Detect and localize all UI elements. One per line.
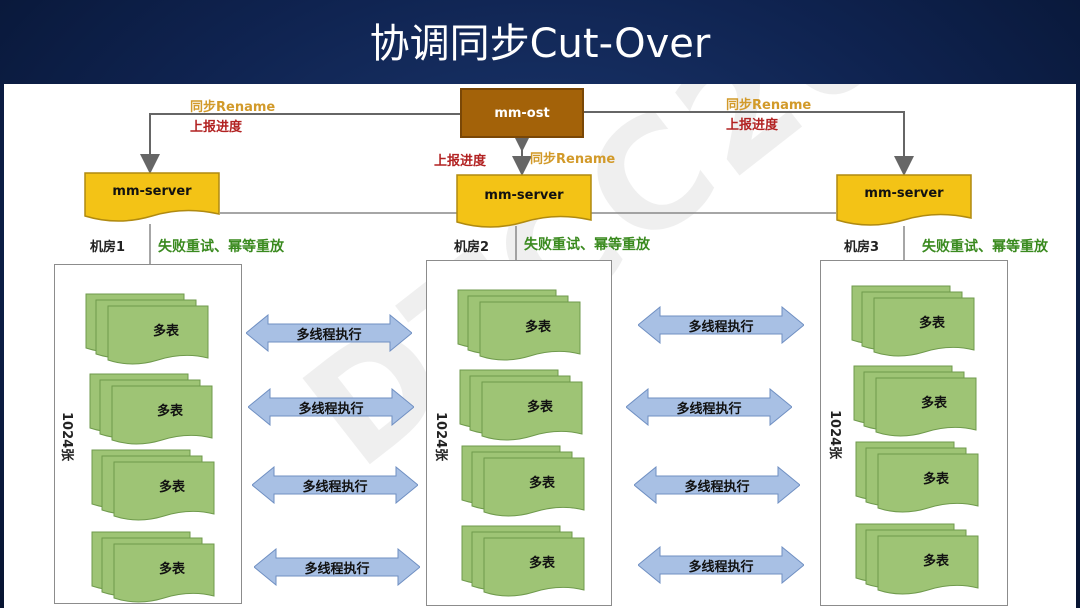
- thread-arrow: 多线程执行: [253, 547, 421, 587]
- thread-arrow-label: 多线程执行: [296, 328, 362, 343]
- right-report-label: 上报进度: [726, 118, 779, 133]
- table-stack-label: 多表: [524, 320, 551, 335]
- server-1-shape: [84, 172, 220, 222]
- server-3-label: mm-server: [864, 186, 944, 201]
- thread-arrow: 多线程执行: [633, 465, 801, 505]
- table-stack: 多表: [852, 364, 982, 442]
- table-stack: 多表: [850, 284, 980, 362]
- table-stack: 多表: [460, 444, 590, 522]
- right-sync-label: 同步Rename: [726, 98, 812, 113]
- table-stack-label: 多表: [152, 324, 179, 339]
- room-2-label: 机房2: [454, 240, 490, 255]
- thread-arrow-label: 多线程执行: [298, 402, 364, 417]
- mid-sync-label: 同步Rename: [530, 152, 616, 167]
- mid-report-label: 上报进度: [434, 154, 487, 169]
- thread-arrow-label: 多线程执行: [676, 402, 742, 417]
- table-stack-label: 多表: [922, 472, 949, 487]
- room-1-note: 失败重试、幂等重放: [158, 239, 284, 255]
- thread-arrow: 多线程执行: [637, 545, 805, 585]
- room-2-count: 1024张: [433, 412, 448, 462]
- room-3-label: 机房3: [844, 240, 880, 255]
- thread-arrow: 多线程执行: [247, 387, 415, 427]
- thread-arrow: 多线程执行: [245, 313, 413, 353]
- table-stack: 多表: [854, 440, 984, 518]
- left-sync-label: 同步Rename: [190, 100, 276, 115]
- table-stack-label: 多表: [526, 400, 553, 415]
- table-stack-label: 多表: [922, 554, 949, 569]
- table-stack-label: 多表: [158, 480, 185, 495]
- table-stack: 多表: [84, 292, 214, 370]
- thread-arrow-label: 多线程执行: [302, 480, 368, 495]
- thread-arrow-label: 多线程执行: [304, 562, 370, 577]
- room-2-note: 失败重试、幂等重放: [524, 237, 650, 253]
- table-stack: 多表: [90, 530, 220, 608]
- thread-arrow: 多线程执行: [637, 305, 805, 345]
- table-stack: 多表: [456, 288, 586, 366]
- table-stack: 多表: [88, 372, 218, 450]
- room-3-note: 失败重试、幂等重放: [922, 239, 1048, 255]
- thread-arrow-label: 多线程执行: [684, 480, 750, 495]
- room-1-count: 1024张: [59, 412, 74, 462]
- room-1-label: 机房1: [90, 240, 126, 255]
- table-stack: 多表: [460, 524, 590, 602]
- table-stack-label: 多表: [528, 556, 555, 571]
- mm-ost-node: mm-ost: [460, 88, 584, 138]
- connector-lines: [140, 111, 914, 264]
- table-stack-label: 多表: [528, 476, 555, 491]
- left-report-label: 上报进度: [190, 120, 243, 135]
- server-3-shape: [836, 174, 972, 226]
- table-stack-label: 多表: [158, 562, 185, 577]
- link-left: [140, 113, 460, 174]
- diagram-panel: DTCC2018 mm-ost 同步Rename 上报进度 上报进度 同步Ren…: [4, 84, 1076, 608]
- table-stack-label: 多表: [918, 316, 945, 331]
- link-right: [584, 111, 914, 176]
- room-3-count: 1024张: [827, 410, 842, 460]
- slide-title: 协调同步Cut-Over: [369, 21, 711, 67]
- table-stack-label: 多表: [920, 396, 947, 411]
- thread-arrow: 多线程执行: [625, 387, 793, 427]
- server-1-label: mm-server: [112, 184, 192, 199]
- table-stack: 多表: [90, 448, 220, 526]
- server-2-shape: [456, 174, 592, 228]
- thread-arrow-label: 多线程执行: [688, 560, 754, 575]
- table-stack-label: 多表: [156, 404, 183, 419]
- thread-arrow-label: 多线程执行: [688, 320, 754, 335]
- server-2-label: mm-server: [484, 188, 564, 203]
- table-stack: 多表: [854, 522, 984, 600]
- thread-arrow: 多线程执行: [251, 465, 419, 505]
- table-stack: 多表: [458, 368, 588, 446]
